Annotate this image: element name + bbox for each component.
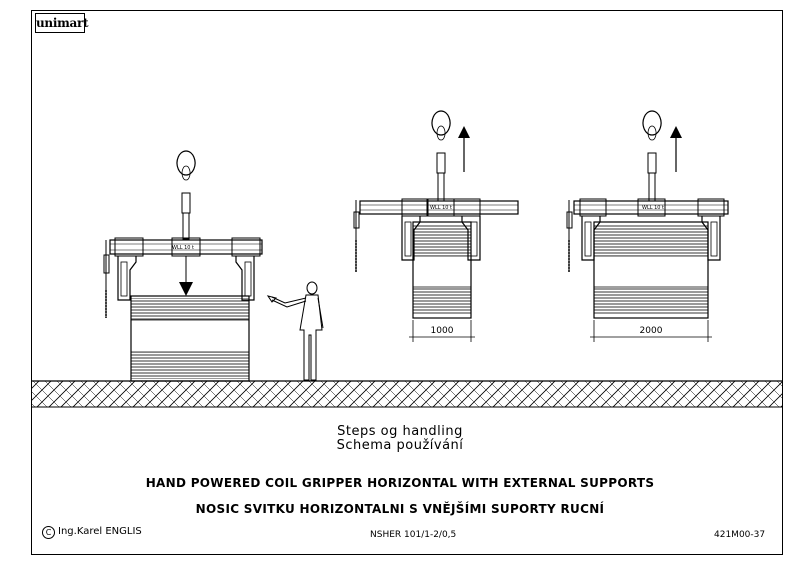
beam-label-3: WLL 10 t <box>642 205 664 211</box>
drawing-number: 421M00-37 <box>714 530 766 540</box>
coil-1 <box>130 295 250 382</box>
copyright-icon: C <box>42 526 55 539</box>
author-name: Ing.Karel ENGLIS <box>58 526 142 537</box>
up-arrow-icon <box>670 126 682 172</box>
dimension-1000-label: 1000 <box>431 326 454 336</box>
dimension-line-1000 <box>409 320 475 342</box>
drawing-frame <box>31 10 783 555</box>
coil-3 <box>593 221 709 319</box>
unimart-logo: unimart <box>35 13 89 33</box>
coil-2 <box>412 221 472 319</box>
dimension-line-2000 <box>590 320 712 342</box>
ground-hatching <box>32 380 782 408</box>
title-english: HAND POWERED COIL GRIPPER HORIZONTAL WIT… <box>145 476 655 490</box>
up-arrow-icon <box>458 126 470 172</box>
drawing-code: NSHER 101/1-2/0,5 <box>370 530 457 540</box>
dimension-2000-label: 2000 <box>640 326 663 336</box>
caption-line-2: Schema používání <box>336 438 464 453</box>
caption-line-1: Steps og handling <box>337 424 463 439</box>
beam-label-2: WLL 10 t <box>430 205 452 211</box>
down-arrow-icon <box>179 282 193 296</box>
step1-gripper <box>103 150 263 318</box>
title-czech: NOSIC SVITKU HORIZONTALNI S VNĚJŠÍMI SUP… <box>195 502 605 516</box>
step2-gripper <box>353 110 519 272</box>
human-figure <box>266 281 324 381</box>
beam-label-1: WLL 10 t <box>172 245 194 251</box>
